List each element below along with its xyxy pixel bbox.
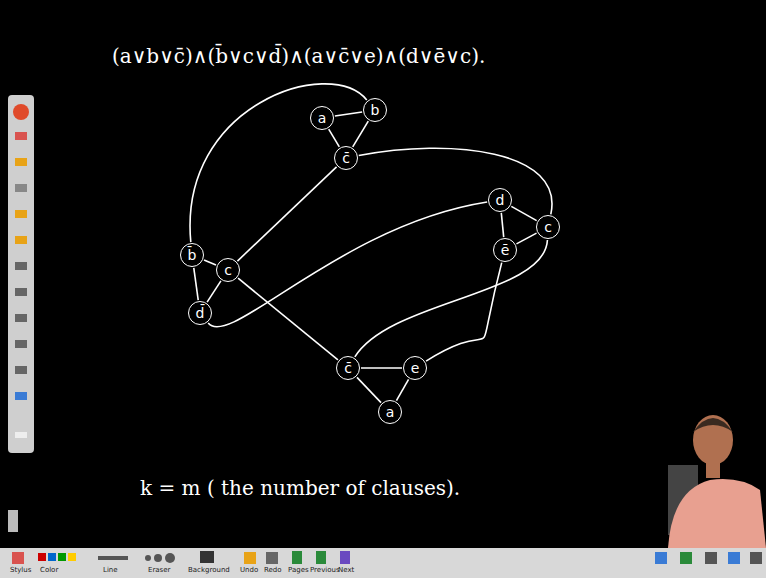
graph-edge [357,377,381,402]
graph-edge [194,268,198,300]
graph-edge [426,263,502,362]
literal-circle: c̄ [336,356,360,380]
toolbar-label: Background [188,566,230,574]
left-toolbar [8,95,34,453]
graph-edge [501,213,503,237]
bottom-toolbar [0,548,766,578]
literal-text: d [496,193,505,207]
graph-edge [237,167,336,261]
literal-circle: d̄ [188,301,212,325]
toolbar-label: Previous [310,566,340,574]
toolbar-label: Stylus [10,566,31,574]
literal-text: c̄ [344,361,352,375]
toolbar-label: Color [40,566,58,574]
toolbar-icons [13,104,29,438]
literal-circle: c [536,215,560,239]
graph-edge [516,233,536,244]
graph-edge [361,367,402,369]
graph-edge [329,129,340,147]
literal-circle: e [403,356,427,380]
literal-text: c̄ [342,151,350,165]
literal-text: d̄ [196,306,205,320]
graph-edge [355,240,548,357]
literal-circle: d [488,188,512,212]
literal-circle: ē [493,238,517,262]
literal-text: e [411,361,420,375]
toolbar-label: Line [103,566,118,574]
literal-text: c [224,263,232,277]
graph-edge [207,281,221,302]
graph-edge [238,278,338,360]
graph-edge [208,202,487,327]
literal-circle: a [310,106,334,130]
literal-circle: c [216,258,240,282]
literal-text: ē [501,243,510,257]
toolbar-label: Undo [240,566,258,574]
note-text: k = m ( the number of clauses). [140,476,460,500]
literal-circle: b [363,98,387,122]
toolbar-label: Next [338,566,354,574]
graph-edge [359,148,552,214]
graph-edge [511,206,536,220]
literal-text: a [386,405,395,419]
toolbar-label: Eraser [148,566,170,574]
bottom-icons [12,551,762,564]
toolbar-label: Pages [288,566,309,574]
formula-text: (a∨b∨c̄)∧(b̄∨c∨d̄)∧(a∨c̄∨e)∧(d∨ē∨c). [112,44,485,68]
graph-edge [204,260,216,265]
literal-circle: b̄ [180,243,204,267]
literal-text: b [371,103,380,117]
graph-edge [353,121,369,147]
literal-text: a [318,111,327,125]
presenter-figure [668,415,766,548]
graph-edge [335,112,362,116]
literal-circle: a [378,400,402,424]
graph-edge [396,379,408,400]
literal-text: b̄ [188,248,197,262]
literal-circle: c̄ [334,146,358,170]
side-tab [8,510,18,532]
literal-text: c [544,220,552,234]
graph-edge [190,84,367,242]
toolbar-label: Redo [264,566,282,574]
